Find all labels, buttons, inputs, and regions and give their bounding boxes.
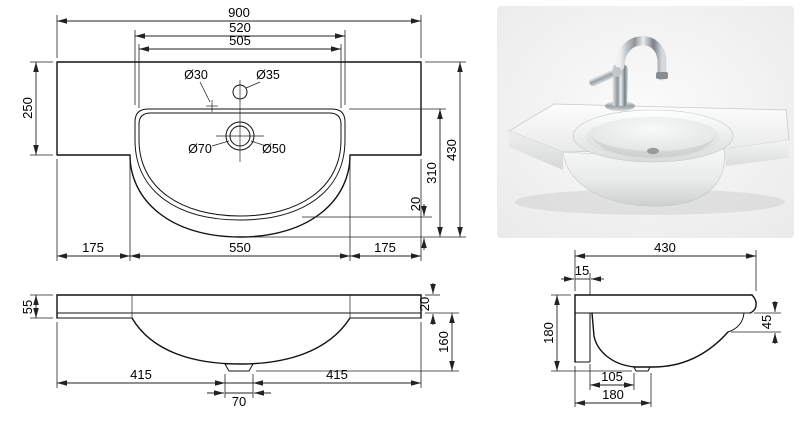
dim-text-105: 105 — [601, 369, 623, 384]
dim-text-175-left: 175 — [82, 240, 104, 255]
basin-rim-outer — [134, 108, 346, 221]
dim-text-415-right: 415 — [326, 367, 348, 382]
dim-front-edge-height: 45 — [731, 301, 781, 344]
photo-apron-right — [724, 140, 789, 166]
dim-rim-width: 520 — [134, 20, 346, 105]
photo-bowl-shade — [590, 134, 716, 159]
side-bowl — [591, 312, 729, 368]
leader-hole-faucet — [245, 81, 261, 89]
dim-top-thickness: 20 — [417, 283, 459, 325]
side-apron — [727, 312, 745, 333]
dim-front-rim: 20 — [302, 197, 432, 250]
dim-side-total-depth: 430 — [574, 240, 757, 291]
label-drain-inner: Ø50 — [262, 142, 286, 156]
photo-faucet — [589, 36, 668, 111]
dim-text-415-left: 415 — [130, 367, 152, 382]
dim-text-45: 45 — [759, 315, 774, 329]
leader-drain-inner — [250, 140, 267, 147]
dim-text-175-right: 175 — [374, 240, 396, 255]
dim-total-depth: 430 — [246, 61, 466, 238]
faucet-aerator — [656, 72, 668, 79]
dim-text-430: 430 — [444, 139, 459, 161]
dim-text-180-left: 180 — [541, 322, 556, 344]
dim-text-505: 505 — [229, 33, 251, 48]
dim-text-550: 550 — [229, 240, 251, 255]
top-view: Ø30 Ø35 Ø70 Ø50 900 520 505 250 — [20, 5, 466, 261]
dim-text-70: 70 — [232, 394, 246, 409]
drain-hole-outer — [225, 121, 255, 151]
dim-height-back: 180 — [541, 294, 632, 372]
front-bowl-curve — [131, 317, 351, 365]
photo-apron-left — [509, 131, 563, 170]
dim-text-520: 520 — [229, 20, 251, 35]
leader-hole-small — [199, 81, 211, 103]
label-hole-small: Ø30 — [184, 68, 208, 82]
faucet-hole — [232, 84, 248, 100]
side-front-edge — [749, 294, 757, 314]
dim-text-20: 20 — [408, 197, 423, 211]
dim-bowl-height: 160 — [256, 313, 459, 372]
photo-basin-bowl — [586, 117, 720, 157]
dim-inner-width: 505 — [138, 33, 342, 108]
label-drain-outer: Ø70 — [188, 142, 212, 156]
dim-edge-height: 55 — [20, 294, 53, 319]
front-drain — [224, 363, 254, 372]
dim-base-depth: 180 — [574, 366, 652, 407]
dim-text-310: 310 — [424, 162, 439, 184]
faucet-lever — [589, 70, 614, 87]
small-hole-center-mark — [206, 100, 218, 112]
faucet-lever-joint — [612, 67, 622, 77]
dim-text-160: 160 — [436, 331, 451, 353]
dim-back-offset: 15 — [561, 263, 604, 295]
dim-text-900: 900 — [228, 5, 250, 20]
leader-drain-outer — [211, 140, 230, 147]
dim-back-depth: 250 — [20, 61, 53, 156]
faucet-spout — [615, 36, 667, 81]
dim-text-430-side: 430 — [654, 240, 676, 255]
front-view: 55 20 160 415 415 70 — [20, 283, 459, 409]
side-drain — [633, 366, 651, 372]
photo-overflow-hole — [647, 147, 659, 155]
dim-basin-depth: 310 — [349, 108, 446, 237]
dim-text-20-front: 20 — [417, 297, 432, 311]
dim-text-55: 55 — [20, 300, 35, 314]
dim-text-15: 15 — [575, 263, 589, 278]
dim-overall-width: 900 — [56, 5, 422, 58]
dim-text-180-bottom: 180 — [602, 387, 624, 402]
dim-drain-offset: 105 — [589, 364, 635, 390]
dim-text-250: 250 — [20, 97, 35, 119]
drain-hole-inner — [229, 125, 251, 147]
dim-front-bottom-row: 415 415 70 — [56, 322, 422, 409]
basin-rim-inner — [138, 112, 342, 217]
countertop-outline — [56, 61, 422, 238]
dim-bottom-row: 175 550 175 — [56, 159, 422, 261]
label-hole-faucet: Ø35 — [256, 68, 280, 82]
product-photo — [497, 6, 794, 238]
side-view: 430 15 180 45 105 — [541, 240, 781, 407]
